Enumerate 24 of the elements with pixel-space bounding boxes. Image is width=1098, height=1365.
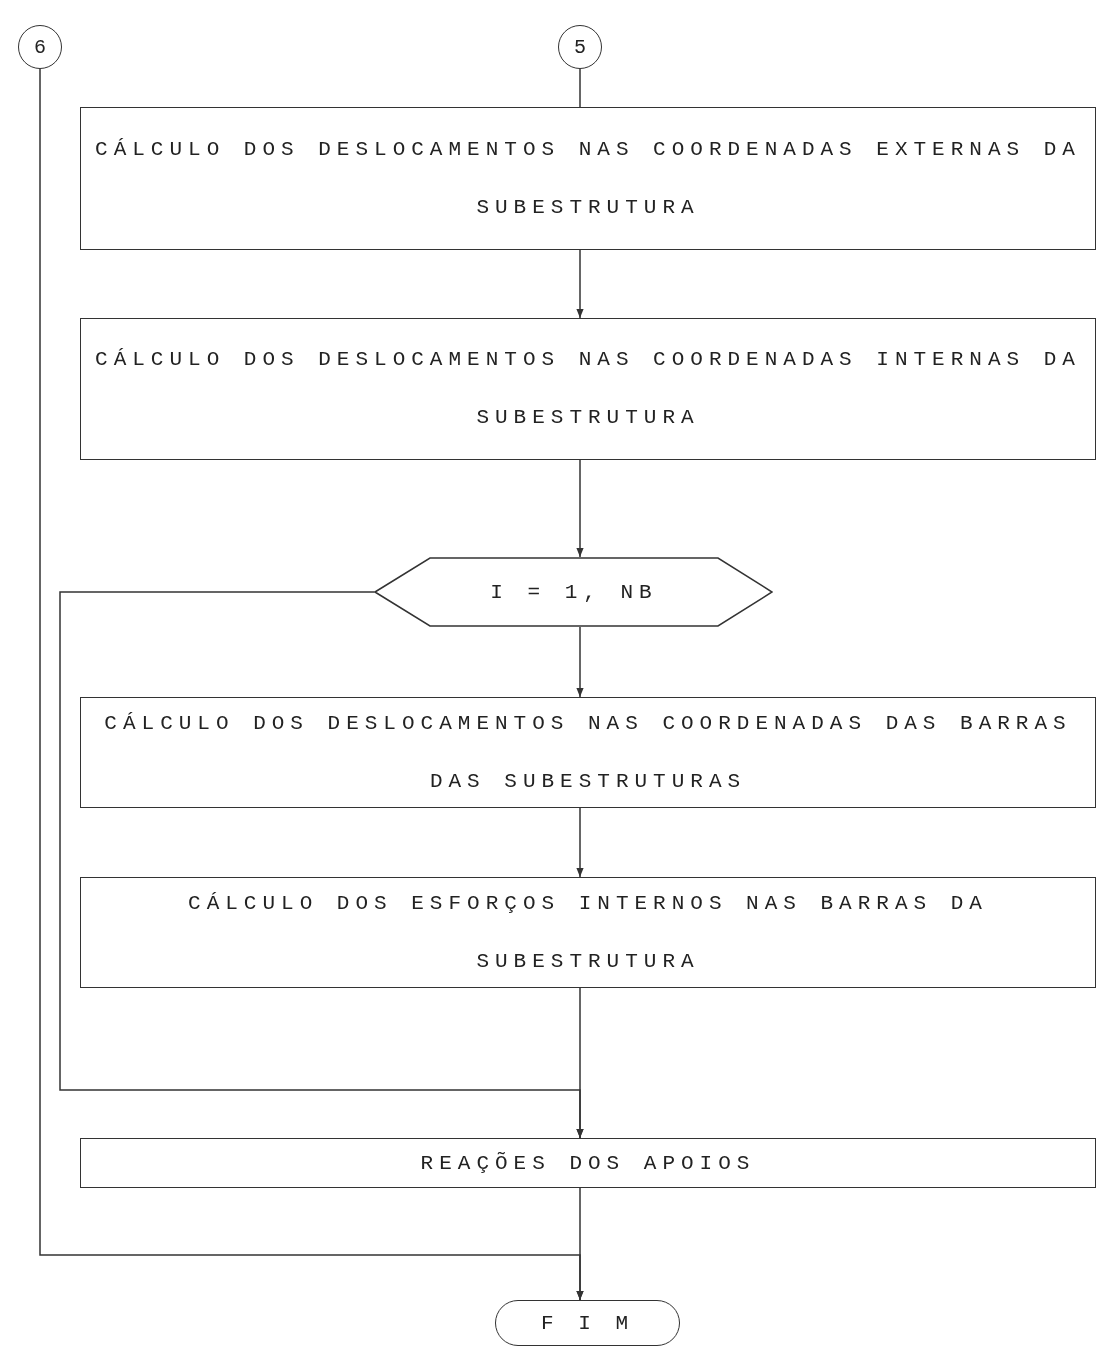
node-label: 6 xyxy=(34,35,46,59)
arrow xyxy=(576,626,584,698)
arrow xyxy=(576,459,584,558)
process-box xyxy=(80,107,1096,250)
arrow xyxy=(39,68,584,1301)
loop-hexagon xyxy=(375,557,773,627)
arrow xyxy=(59,591,584,1139)
arrow xyxy=(576,249,584,319)
connector-circle xyxy=(558,25,602,69)
node-label: CÁLCULO DOS ESFORÇOS INTERNOS NAS BARRAS DA SUBESTRUTURA xyxy=(187,890,989,975)
process-box xyxy=(80,697,1096,808)
process-box xyxy=(80,877,1096,988)
node-label: 5 xyxy=(574,35,586,59)
node-label: F I M xyxy=(541,1311,634,1335)
node-label: CÁLCULO DOS DESLOCAMENTOS NAS COORDENADAS DAS BARRAS DAS SUBESTRUTURAS xyxy=(103,710,1073,795)
node-label: I = 1, NB xyxy=(490,580,658,604)
node-label: CÁLCULO DOS DESLOCAMENTOS NAS COORDENADAS INTERNAS DA SUBESTRUTURA xyxy=(94,347,1082,431)
node-label: REAÇÕES DOS APOIOS xyxy=(420,1151,756,1175)
process-box xyxy=(80,1138,1096,1188)
connector-circle xyxy=(18,25,62,69)
arrow xyxy=(576,807,584,878)
node-label: CÁLCULO DOS DESLOCAMENTOS NAS COORDENADAS EXTERNAS DA SUBESTRUTURA xyxy=(94,136,1082,221)
process-box xyxy=(80,318,1096,460)
terminator xyxy=(495,1300,680,1346)
